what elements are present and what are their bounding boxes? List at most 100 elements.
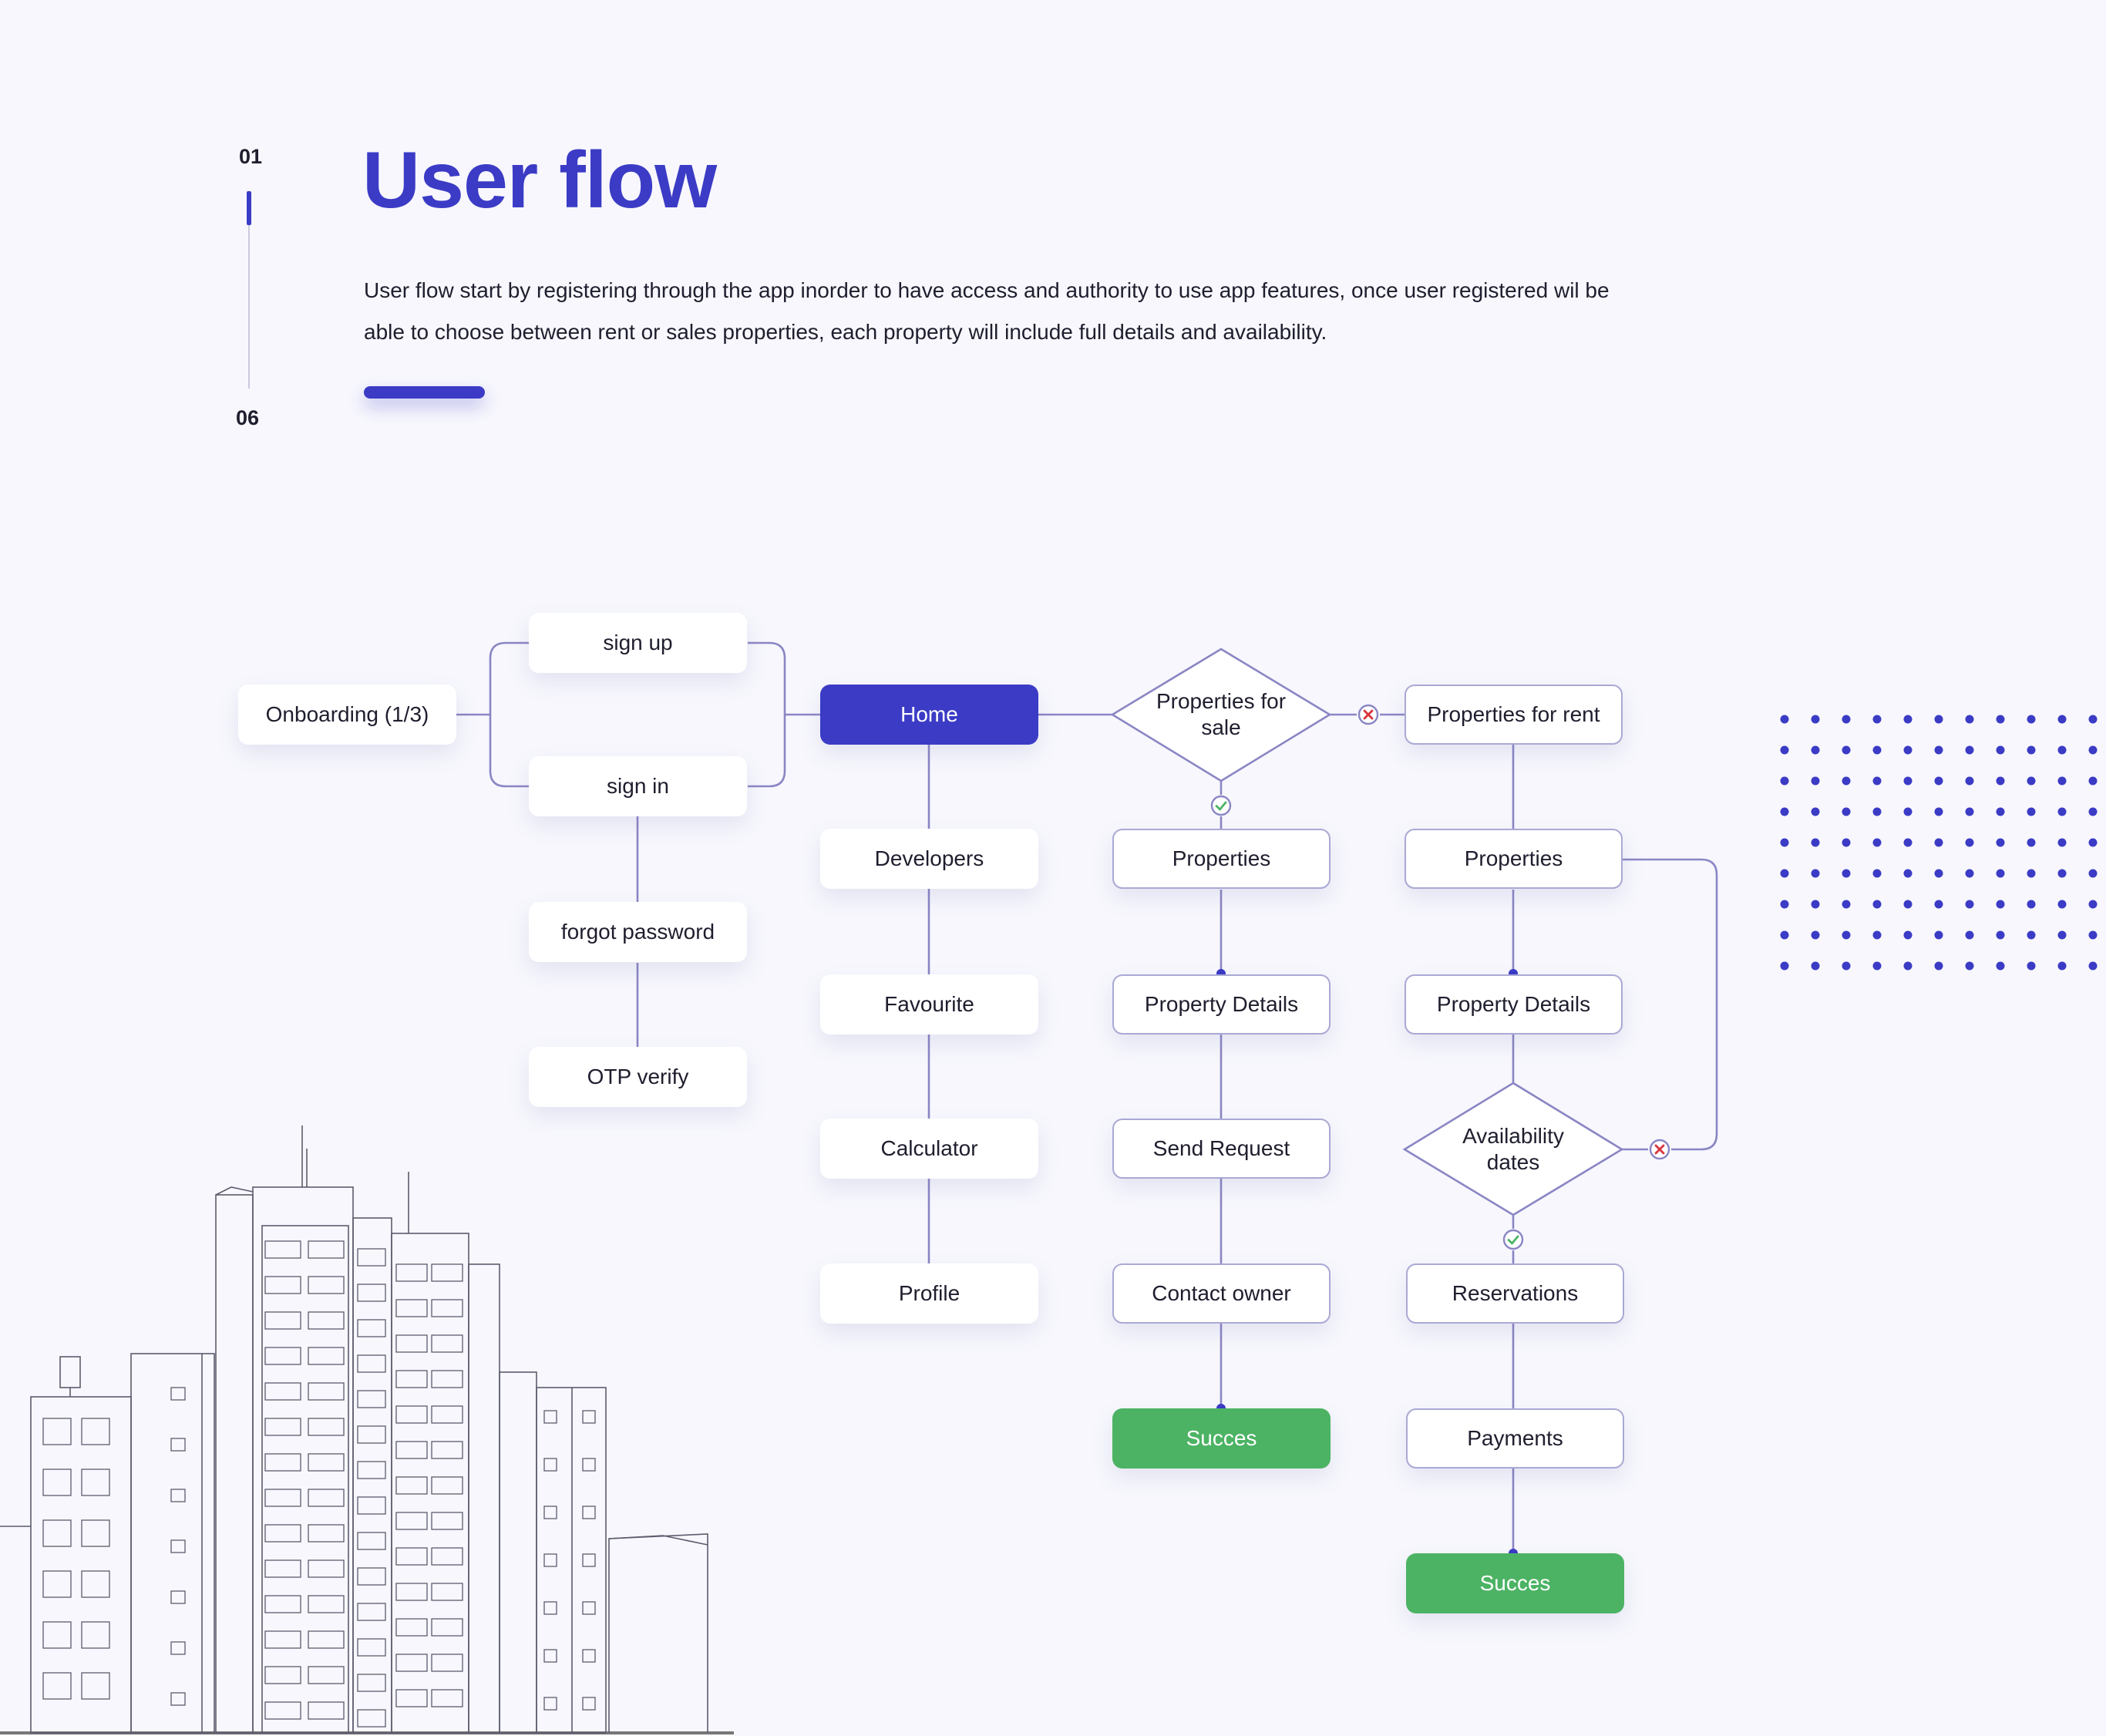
grid-dot xyxy=(2027,869,2036,878)
grid-dot xyxy=(2057,807,2067,816)
grid-dot xyxy=(1965,715,1974,724)
building-window xyxy=(431,1512,463,1530)
grid-dot xyxy=(1965,776,1974,786)
grid-dot xyxy=(2027,838,2036,847)
building-window xyxy=(308,1666,345,1684)
grid-dot xyxy=(1934,838,1943,847)
grid-dot xyxy=(1934,715,1943,724)
grid-dot xyxy=(2027,900,2036,909)
building-window xyxy=(308,1276,345,1294)
building-window xyxy=(308,1595,345,1613)
node-profile[interactable]: Profile xyxy=(820,1263,1038,1324)
page-title: User flow xyxy=(362,136,717,225)
grid-dot xyxy=(1872,776,1882,786)
node-onboarding[interactable]: Onboarding (1/3) xyxy=(238,685,456,745)
node-rent-properties[interactable]: Properties xyxy=(1405,829,1623,889)
building-window xyxy=(395,1476,428,1495)
node-payments[interactable]: Payments xyxy=(1406,1408,1624,1469)
building-window xyxy=(264,1701,301,1720)
building-window xyxy=(42,1469,72,1496)
grid-dot xyxy=(1934,930,1943,940)
node-rent-property-details[interactable]: Property Details xyxy=(1405,974,1623,1035)
building-window xyxy=(431,1405,463,1424)
grid-dot xyxy=(2027,715,2036,724)
grid-dot xyxy=(1842,961,1851,971)
connector-loop xyxy=(1623,858,1718,1151)
grid-dot xyxy=(1872,930,1882,940)
grid-dot xyxy=(1903,838,1913,847)
building-window xyxy=(264,1559,301,1578)
node-rent-success[interactable]: Succes xyxy=(1406,1553,1624,1613)
grid-dot xyxy=(1872,961,1882,971)
building-window xyxy=(357,1638,386,1657)
grid-dot xyxy=(1903,869,1913,878)
building-window xyxy=(431,1654,463,1672)
grid-dot xyxy=(1903,900,1913,909)
grid-dot xyxy=(1996,807,2005,816)
grid-dot xyxy=(1872,869,1882,878)
diamond-availability-dates[interactable] xyxy=(1402,1082,1624,1216)
building-window xyxy=(582,1410,596,1424)
building-window xyxy=(264,1666,301,1684)
node-developers[interactable]: Developers xyxy=(820,829,1038,889)
building-window xyxy=(357,1354,386,1373)
diamond-label-availability-dates: Availability dates xyxy=(1462,1124,1564,1174)
grid-dot xyxy=(1842,869,1851,878)
node-sign-in[interactable]: sign in xyxy=(529,756,747,816)
section-index-end: 06 xyxy=(236,406,260,429)
node-sign-up[interactable]: sign up xyxy=(529,613,747,673)
building-window xyxy=(357,1532,386,1550)
node-forgot-password[interactable]: forgot password xyxy=(529,902,747,962)
grid-dot xyxy=(1996,838,2005,847)
building-window xyxy=(264,1311,301,1330)
node-otp-verify[interactable]: OTP verify xyxy=(529,1047,747,1107)
grid-dot xyxy=(2088,715,2098,724)
grid-dot xyxy=(2088,930,2098,940)
grid-dot xyxy=(1780,900,1789,909)
grid-dot xyxy=(1996,715,2005,724)
building-window xyxy=(431,1547,463,1566)
grid-dot xyxy=(1780,745,1789,755)
node-contact-owner[interactable]: Contact owner xyxy=(1112,1263,1331,1324)
building-window xyxy=(170,1692,186,1706)
building-window xyxy=(357,1603,386,1621)
building-window xyxy=(357,1461,386,1479)
building-window xyxy=(395,1583,428,1601)
diamond-properties-for-sale[interactable] xyxy=(1110,648,1332,782)
grid-dot xyxy=(1965,745,1974,755)
node-sale-success[interactable]: Succes xyxy=(1112,1408,1331,1469)
grid-dot xyxy=(1872,715,1882,724)
grid-dot xyxy=(1811,776,1820,786)
grid-dot xyxy=(1965,869,1974,878)
node-calculator[interactable]: Calculator xyxy=(820,1119,1038,1179)
grid-dot xyxy=(2027,930,2036,940)
node-sale-property-details[interactable]: Property Details xyxy=(1112,974,1331,1035)
building-window xyxy=(264,1347,301,1365)
node-favourite[interactable]: Favourite xyxy=(820,974,1038,1035)
building-window xyxy=(308,1418,345,1436)
node-home[interactable]: Home xyxy=(820,685,1038,745)
building-window xyxy=(357,1319,386,1337)
grid-dot xyxy=(1780,715,1789,724)
grid-dot xyxy=(1780,807,1789,816)
grid-dot xyxy=(2088,745,2098,755)
building-window xyxy=(543,1410,557,1424)
grid-dot xyxy=(1842,807,1851,816)
check-circle-icon xyxy=(1502,1229,1524,1250)
building-window xyxy=(264,1524,301,1543)
node-send-request[interactable]: Send Request xyxy=(1112,1119,1331,1179)
grid-dot xyxy=(1903,961,1913,971)
grid-dot xyxy=(1903,807,1913,816)
node-properties-for-rent[interactable]: Properties for rent xyxy=(1405,685,1623,745)
building-window xyxy=(395,1689,428,1707)
grid-dot xyxy=(2088,900,2098,909)
node-reservations[interactable]: Reservations xyxy=(1406,1263,1624,1324)
building-window xyxy=(543,1649,557,1663)
building-window xyxy=(264,1595,301,1613)
grid-dot xyxy=(1903,745,1913,755)
building-window xyxy=(170,1590,186,1604)
node-sale-properties[interactable]: Properties xyxy=(1112,829,1331,889)
section-progress-fill xyxy=(247,191,251,225)
building-window xyxy=(431,1370,463,1388)
